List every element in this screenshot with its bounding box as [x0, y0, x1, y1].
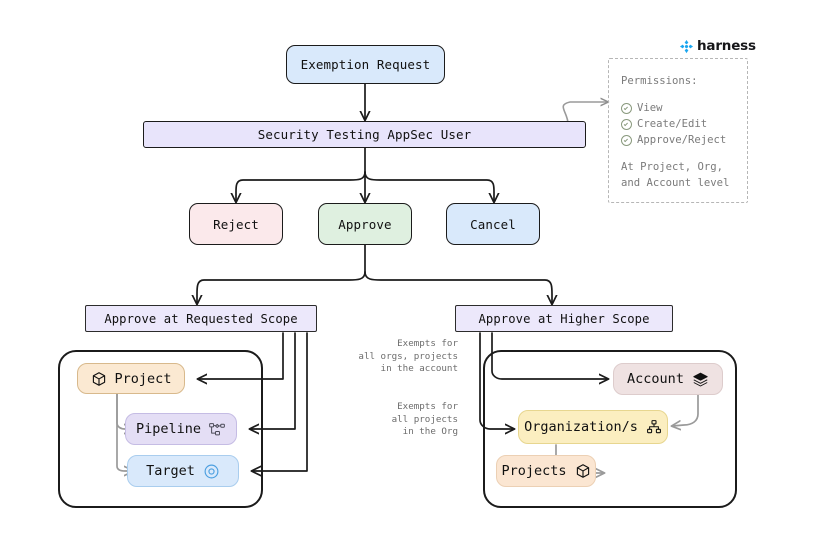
check-circle-icon	[621, 102, 632, 114]
edge-label-org-exempt: Exempts for all projects in the Org	[391, 401, 458, 438]
node-cancel[interactable]: Cancel	[446, 203, 540, 245]
chip-organizations[interactable]: Organization/s	[518, 410, 668, 444]
harness-logo-icon	[679, 39, 694, 54]
permissions-panel: Permissions: View Create/Edit Approve/Re…	[608, 58, 748, 203]
check-circle-icon	[621, 118, 632, 130]
permission-item-approve-reject: Approve/Reject	[621, 132, 735, 148]
node-reject[interactable]: Reject	[189, 203, 283, 245]
chip-project[interactable]: Project	[77, 363, 185, 394]
permissions-footer-line1: At Project, Org,	[621, 161, 724, 173]
permission-label: View	[637, 102, 663, 114]
node-label: Approve at Requested Scope	[104, 311, 298, 326]
harness-logo-text: harness	[697, 38, 756, 54]
check-circle-icon	[621, 134, 632, 146]
edge-label-account-exempt: Exempts for all orgs, projects in the ac…	[358, 338, 458, 375]
chip-label: Projects	[501, 463, 567, 479]
node-approve-at-higher-scope[interactable]: Approve at Higher Scope	[455, 305, 673, 332]
node-label: Exemption Request	[300, 57, 431, 72]
chip-label: Pipeline	[135, 421, 202, 437]
chip-pipeline[interactable]: Pipeline	[125, 413, 237, 445]
node-security-testing-appsec-user[interactable]: Security Testing AppSec User	[143, 121, 586, 148]
pipeline-icon	[209, 422, 226, 437]
harness-logo: harness	[679, 38, 756, 54]
node-label: Reject	[213, 216, 259, 232]
chip-label: Organization/s	[524, 419, 638, 435]
orgchart-icon	[646, 419, 662, 435]
permissions-title: Permissions:	[621, 75, 698, 87]
node-exemption-request[interactable]: Exemption Request	[286, 45, 445, 84]
permissions-footer-line2: and Account level	[621, 177, 730, 189]
chip-target[interactable]: Target	[127, 455, 239, 487]
target-icon	[203, 463, 220, 480]
layers-icon	[692, 371, 709, 388]
chip-label: Target	[146, 463, 195, 479]
permission-item-create-edit: Create/Edit	[621, 116, 735, 132]
node-label: Security Testing AppSec User	[257, 127, 472, 142]
permission-item-view: View	[621, 100, 735, 116]
node-label: Cancel	[470, 216, 516, 232]
node-label: Approve at Higher Scope	[478, 311, 650, 326]
cube-icon	[575, 463, 591, 479]
permission-label: Approve/Reject	[637, 134, 727, 146]
chip-label: Project	[114, 370, 172, 387]
node-approve[interactable]: Approve	[318, 203, 412, 245]
chip-projects[interactable]: Projects	[496, 455, 596, 487]
node-approve-at-requested-scope[interactable]: Approve at Requested Scope	[85, 305, 317, 332]
chip-label: Account	[627, 371, 684, 387]
permission-label: Create/Edit	[637, 118, 708, 130]
chip-account[interactable]: Account	[613, 363, 723, 395]
cube-icon	[91, 371, 107, 387]
node-label: Approve	[338, 216, 392, 232]
